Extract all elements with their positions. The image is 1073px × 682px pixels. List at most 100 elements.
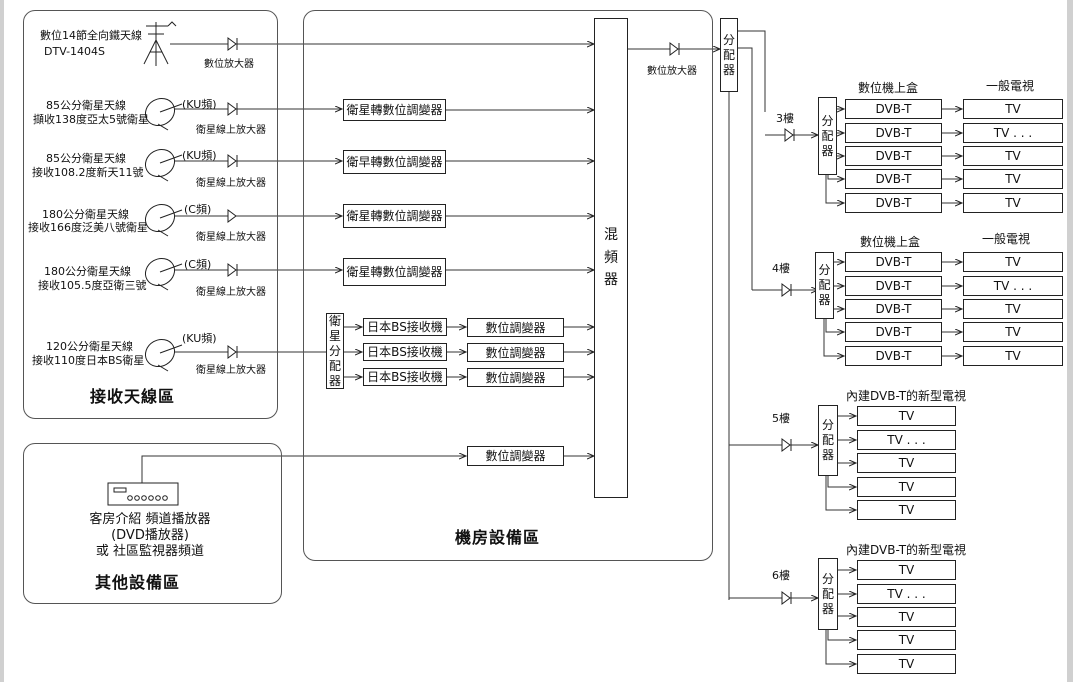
floor-3-splitter: 分配器 xyxy=(818,97,837,175)
floor-3-label: 3樓 xyxy=(776,112,794,125)
floor-5-tv-2: TV . . . xyxy=(857,430,956,450)
floor-4-tv-4: TV xyxy=(963,322,1063,342)
antenna-6-name: 120公分衛星天線 xyxy=(46,340,133,353)
floor-4-stb-5: DVB-T xyxy=(845,346,942,366)
amplifier-icon xyxy=(781,283,792,297)
floor-4-tv-3: TV xyxy=(963,299,1063,319)
antenna-6-amp: 衛星線上放大器 xyxy=(196,365,266,376)
floor-5-tv-5: TV xyxy=(857,500,956,520)
antenna-2-target: 擷收138度亞太5號衛星 xyxy=(33,113,149,126)
amplifier-icon xyxy=(227,37,238,51)
antenna-5-name: 180公分衛星天線 xyxy=(44,265,131,278)
antenna-4-amp: 衛星線上放大器 xyxy=(196,232,266,243)
main-amp-label: 數位放大器 xyxy=(647,66,697,77)
amplifier-icon xyxy=(227,154,238,168)
floor-5-splitter: 分配器 xyxy=(818,405,838,476)
antenna-5-amp: 衛星線上放大器 xyxy=(196,287,266,298)
floor-6-splitter: 分配器 xyxy=(818,558,838,630)
player-line-2: (DVD播放器) xyxy=(111,528,189,543)
antenna-6-band: (KU頻) xyxy=(182,332,217,345)
other-equipment-region xyxy=(23,443,282,604)
floor-6-tv-1: TV xyxy=(857,560,956,580)
antenna-4-band: (C頻) xyxy=(184,203,212,216)
floor-3-stb-5: DVB-T xyxy=(845,193,942,213)
floor-4-label: 4樓 xyxy=(772,262,790,275)
amplifier-icon xyxy=(781,438,792,452)
antenna-5-band: (C頻) xyxy=(184,258,212,271)
sat-modulator-1: 衛星轉數位調變器 xyxy=(343,99,446,121)
floor-3-stb-1: DVB-T xyxy=(845,99,942,119)
antenna-4-target: 接收166度泛美八號衛星 xyxy=(28,221,148,234)
satellite-dish-icon xyxy=(144,203,183,237)
floor-5-tv-4: TV xyxy=(857,477,956,497)
floor-4-tv-2: TV . . . xyxy=(963,276,1063,296)
bs-receiver-1: 日本BS接收機 xyxy=(363,318,447,336)
floor-6-label: 6樓 xyxy=(772,569,790,582)
floor-3-tv-2: TV . . . xyxy=(963,123,1063,143)
antenna-3-target: 接收108.2度新天11號 xyxy=(32,166,144,179)
floor-6-tv-5: TV xyxy=(857,654,956,674)
floor-4-stb-3: DVB-T xyxy=(845,299,942,319)
sat-modulator-2: 衛早轉數位調變器 xyxy=(343,150,446,174)
floor-5-tv-3: TV xyxy=(857,453,956,473)
floor-3-stb-3: DVB-T xyxy=(845,146,942,166)
floor-4-tv-header: 一般電視 xyxy=(982,232,1031,246)
machine-room-title: 機房設備區 xyxy=(455,528,541,547)
amplifier-symbols xyxy=(227,37,795,605)
antenna-2-band: (KU頻) xyxy=(182,98,217,111)
floor-4-stb-1: DVB-T xyxy=(845,252,942,272)
floor-4-stb-4: DVB-T xyxy=(845,322,942,342)
satellite-dish-icon xyxy=(144,148,183,182)
floor-6-tv-2: TV . . . xyxy=(857,584,956,604)
antenna-region-title: 接收天線區 xyxy=(90,387,176,406)
antenna-3-band: (KU頻) xyxy=(182,149,217,162)
amplifier-icon xyxy=(227,263,238,277)
antenna-6-target: 接收110度日本BS衛星 xyxy=(32,354,145,367)
left-edge xyxy=(0,0,4,682)
floor-6-tv-3: TV xyxy=(857,607,956,627)
amplifier-icon xyxy=(784,128,795,142)
satellite-dishes xyxy=(144,97,183,372)
satellite-dish-icon xyxy=(144,257,183,291)
antenna-2-name: 85公分衛星天線 xyxy=(46,99,126,112)
other-region-title: 其他設備區 xyxy=(95,573,181,592)
antenna-3-name: 85公分衛星天線 xyxy=(46,152,126,165)
bs-receiver-2: 日本BS接收機 xyxy=(363,343,447,361)
floor-3-stb-header: 數位機上盒 xyxy=(858,81,919,95)
satellite-dish-icon xyxy=(144,97,183,131)
mixer: 混頻器 xyxy=(594,18,628,498)
antenna-region xyxy=(23,10,278,419)
antenna-1-model: DTV-1404S xyxy=(44,45,106,58)
bs-modulator-2: 數位調變器 xyxy=(467,343,564,362)
floor-6-tv-4: TV xyxy=(857,630,956,650)
floor-4-stb-header: 數位機上盒 xyxy=(860,235,921,249)
floor-3-tv-header: 一般電視 xyxy=(986,79,1035,93)
player-line-3: 或 社區監視器頻道 xyxy=(95,544,205,559)
amplifier-icon xyxy=(669,42,680,56)
antenna-4-name: 180公分衛星天線 xyxy=(42,208,129,221)
other-modulator: 數位調變器 xyxy=(467,446,564,466)
sat-modulator-3: 衛星轉數位調變器 xyxy=(343,204,446,228)
floor-4-tv-5: TV xyxy=(963,346,1063,366)
machine-room-region xyxy=(303,10,713,561)
floor-5-tv-1: TV xyxy=(857,406,956,426)
floor-3-tv-4: TV xyxy=(963,169,1063,189)
bs-receiver-3: 日本BS接收機 xyxy=(363,368,447,386)
floor-3-tv-3: TV xyxy=(963,146,1063,166)
floor-6-header: 內建DVB-T的新型電視 xyxy=(846,543,967,557)
antenna-3-amp: 衛星線上放大器 xyxy=(196,178,266,189)
satellite-dish-icon xyxy=(144,338,183,372)
bs-modulator-3: 數位調變器 xyxy=(467,368,564,387)
antenna-1-amp: 數位放大器 xyxy=(204,59,254,70)
right-edge xyxy=(1067,0,1073,682)
floor-5-label: 5樓 xyxy=(772,412,790,425)
floor-5-header: 內建DVB-T的新型電視 xyxy=(846,389,967,403)
amplifier-icon xyxy=(227,345,238,359)
antenna-5-target: 接收105.5度亞衛三號 xyxy=(38,279,147,292)
satellite-splitter: 衛星分配器 xyxy=(326,313,344,389)
floor-3-stb-4: DVB-T xyxy=(845,169,942,189)
main-splitter: 分配器 xyxy=(720,18,738,92)
sat-modulator-4: 衛星轉數位調變器 xyxy=(343,258,446,286)
